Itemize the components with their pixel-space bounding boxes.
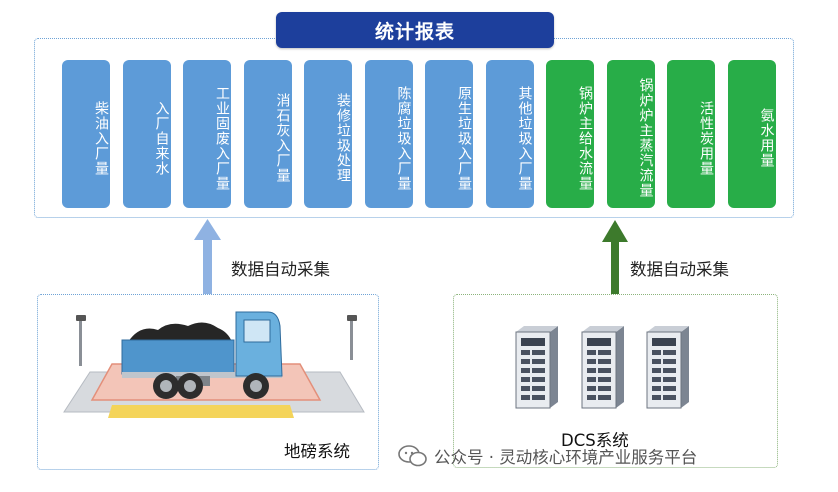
statistics-report-title: 统计报表 [276,12,554,48]
weighbridge-system-label: 地磅系统 [284,442,350,461]
metric-card-label: 锅炉主给水流量 [577,85,593,191]
metric-card-label: 氨水用量 [758,108,775,168]
weighbridge-system-box [37,294,379,470]
metric-card-label: 锅炉炉主蒸汽流量 [637,78,654,198]
metric-card-label: 消石灰入厂量 [274,93,291,183]
metric-card: 原生垃圾入厂量 [425,60,473,208]
metric-card: 消石灰入厂量 [243,60,292,208]
metric-card-label: 活性炭用量 [698,100,714,176]
metric-cards: 柴油入厂量 入厂自来水 工业固废入厂量 消石灰入厂量 装修垃圾处理 陈腐垃圾入厂量 原生垃圾… [62,60,782,210]
metric-card-label: 陈腐垃圾入厂量 [395,85,412,191]
wechat-icon [398,445,427,467]
watermark: 公众号 · 灵动核心环境产业服务平台 [398,444,697,468]
metric-card-label: 其他垃圾入厂量 [516,85,533,191]
metric-card: 锅炉炉主蒸汽流量 [606,60,655,208]
metric-card-label: 原生垃圾入厂量 [456,85,472,191]
dcs-system-box [453,294,778,468]
metric-card: 入厂自来水 [122,60,171,208]
metric-card: 陈腐垃圾入厂量 [364,60,413,208]
metric-card: 锅炉主给水流量 [546,60,594,208]
watermark-text: 公众号 · 灵动核心环境产业服务平台 [434,448,698,467]
metric-card: 其他垃圾入厂量 [485,60,534,208]
metric-card: 柴油入厂量 [62,60,110,208]
metric-card-label: 工业固废入厂量 [214,85,230,191]
metric-card-label: 柴油入厂量 [93,100,109,176]
metric-card: 装修垃圾处理 [304,60,352,208]
metric-card: 氨水用量 [727,60,776,208]
metric-card-label: 入厂自来水 [153,100,170,176]
left-data-collection-label: 数据自动采集 [231,260,330,279]
metric-card: 活性炭用量 [667,60,715,208]
dcs-system-label: DCS系统 [561,431,629,450]
metric-card: 工业固废入厂量 [183,60,231,208]
left-up-arrow [194,219,221,294]
right-data-collection-label: 数据自动采集 [630,260,729,279]
right-up-arrow [602,220,628,294]
metric-card-label: 装修垃圾处理 [335,93,351,183]
